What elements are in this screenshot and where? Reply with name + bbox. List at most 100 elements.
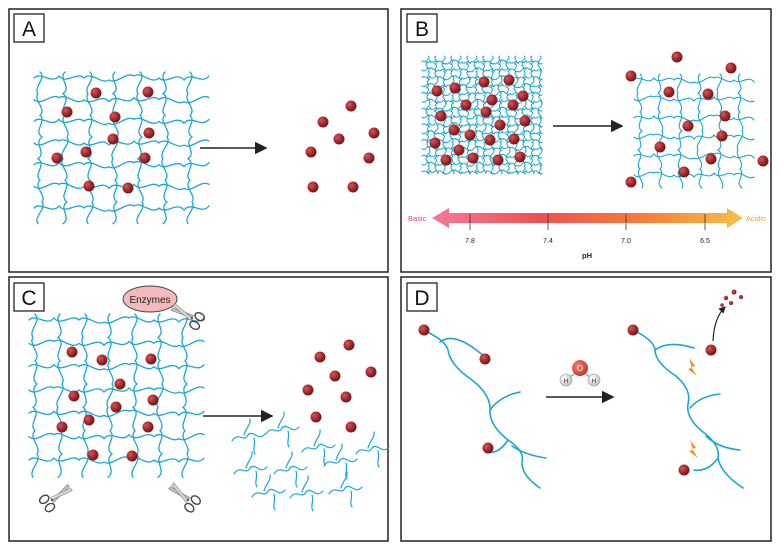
- polymer-strand: [633, 76, 755, 84]
- drug-particle: [107, 133, 119, 145]
- panel-c-frame: [8, 276, 389, 542]
- drug-particle: [484, 134, 496, 146]
- bolt-icon: [689, 440, 698, 458]
- panel-label-a: A: [13, 13, 45, 43]
- polymer-network-a: [33, 71, 210, 225]
- drug-particle: [517, 90, 529, 102]
- drug-particle: [365, 366, 377, 378]
- drug-particle: [671, 51, 683, 63]
- drug-particle: [663, 86, 675, 98]
- drug-particle: [61, 106, 73, 118]
- polymer-strand: [156, 313, 164, 478]
- polymer-strand: [61, 71, 69, 225]
- polymer-strand: [633, 133, 755, 141]
- ph-scale: Basic Acidic 7.8 7.4 7.0 6.5 pH: [408, 208, 766, 260]
- polymer-branch: [511, 445, 547, 459]
- drug-particle: [56, 421, 68, 433]
- drug-particle: [418, 324, 430, 336]
- drug-particle: [702, 88, 714, 100]
- drug-particle: [435, 110, 447, 122]
- scissors-icons: [38, 303, 206, 513]
- ph-tick-label-3: 7.0: [621, 238, 631, 245]
- polymer-fragment: [323, 443, 358, 480]
- panel-label-c: C: [13, 282, 45, 312]
- polymer-strand: [181, 313, 189, 478]
- polymer-strand: [736, 73, 744, 189]
- polymer-strand: [421, 67, 543, 73]
- drug-particle: [716, 130, 728, 142]
- drug-particle: [431, 85, 443, 97]
- polymer-chains-d: [422, 329, 744, 489]
- polymer-strand: [86, 71, 94, 225]
- svg-text:D: D: [414, 287, 429, 310]
- scissors-icon: [168, 482, 201, 513]
- drug-particle: [143, 127, 155, 139]
- drug-particle: [429, 137, 441, 149]
- hydrogen-atom-left: [559, 373, 573, 387]
- drug-particle: [625, 70, 637, 82]
- drug-particle: [66, 346, 78, 358]
- drug-particle: [519, 115, 531, 127]
- polymer-fragment: [233, 451, 268, 488]
- panel-label-d: D: [406, 282, 438, 312]
- drug-particle: [467, 152, 479, 164]
- polymer-strand: [36, 71, 44, 225]
- svg-text:A: A: [22, 18, 36, 41]
- drug-particle: [654, 141, 666, 153]
- polymer-branch: [705, 435, 741, 451]
- polymer-strand: [28, 316, 205, 324]
- svg-text:O: O: [577, 364, 583, 373]
- drug-particle: [725, 62, 737, 74]
- drug-particle: [478, 76, 490, 88]
- polymer-strand: [421, 129, 543, 136]
- polymer-fragment: [355, 431, 390, 468]
- drug-particle: [705, 153, 717, 165]
- drug-fragment: [739, 295, 743, 299]
- ph-acidic-label: Acidic: [746, 214, 766, 223]
- drug-particle: [678, 166, 690, 178]
- polymer-fragment: [289, 475, 324, 512]
- polymer-strand: [28, 456, 205, 464]
- drug-particle: [147, 394, 159, 406]
- drug-particle: [51, 152, 63, 164]
- drug-particle: [480, 106, 492, 118]
- polymer-strand: [537, 55, 543, 175]
- drug-particle: [503, 74, 515, 86]
- polymer-strand: [489, 55, 495, 175]
- drug-particle: [705, 344, 717, 356]
- polymer-strand: [421, 59, 543, 65]
- svg-text:B: B: [415, 18, 429, 41]
- polymer-strand: [81, 313, 89, 478]
- drug-particle: [139, 152, 151, 164]
- drug-particle: [343, 339, 355, 351]
- polymer-strand: [28, 432, 205, 441]
- drug-particle: [340, 391, 352, 403]
- scissors-icon: [170, 303, 206, 331]
- drug-particle: [302, 384, 314, 396]
- polymer-strand: [33, 74, 210, 82]
- polymer-strand: [465, 55, 471, 175]
- polymer-strand: [56, 313, 64, 478]
- polymer-branch: [489, 391, 521, 411]
- drug-particle: [83, 180, 95, 192]
- drug-particle: [142, 421, 154, 433]
- polymer-strand: [421, 169, 543, 175]
- polymer-branch: [689, 393, 721, 409]
- drug-particle: [682, 120, 694, 132]
- drug-particle: [482, 442, 494, 454]
- panel-label-b: B: [406, 13, 438, 43]
- drug-particle: [87, 449, 99, 461]
- polymer-strand: [106, 313, 114, 478]
- polymer-strand: [633, 171, 755, 179]
- drug-particle: [314, 351, 326, 363]
- polymer-fragment: [251, 474, 286, 511]
- drug-particle: [345, 100, 357, 112]
- drug-particle: [317, 116, 329, 128]
- polymer-fragment: [231, 418, 266, 455]
- drug-particle: [109, 111, 121, 123]
- drug-particle: [448, 124, 460, 136]
- polymer-strand: [131, 313, 139, 478]
- drug-particle: [678, 464, 690, 476]
- polymer-strand: [136, 71, 144, 225]
- drug-particle: [90, 87, 102, 99]
